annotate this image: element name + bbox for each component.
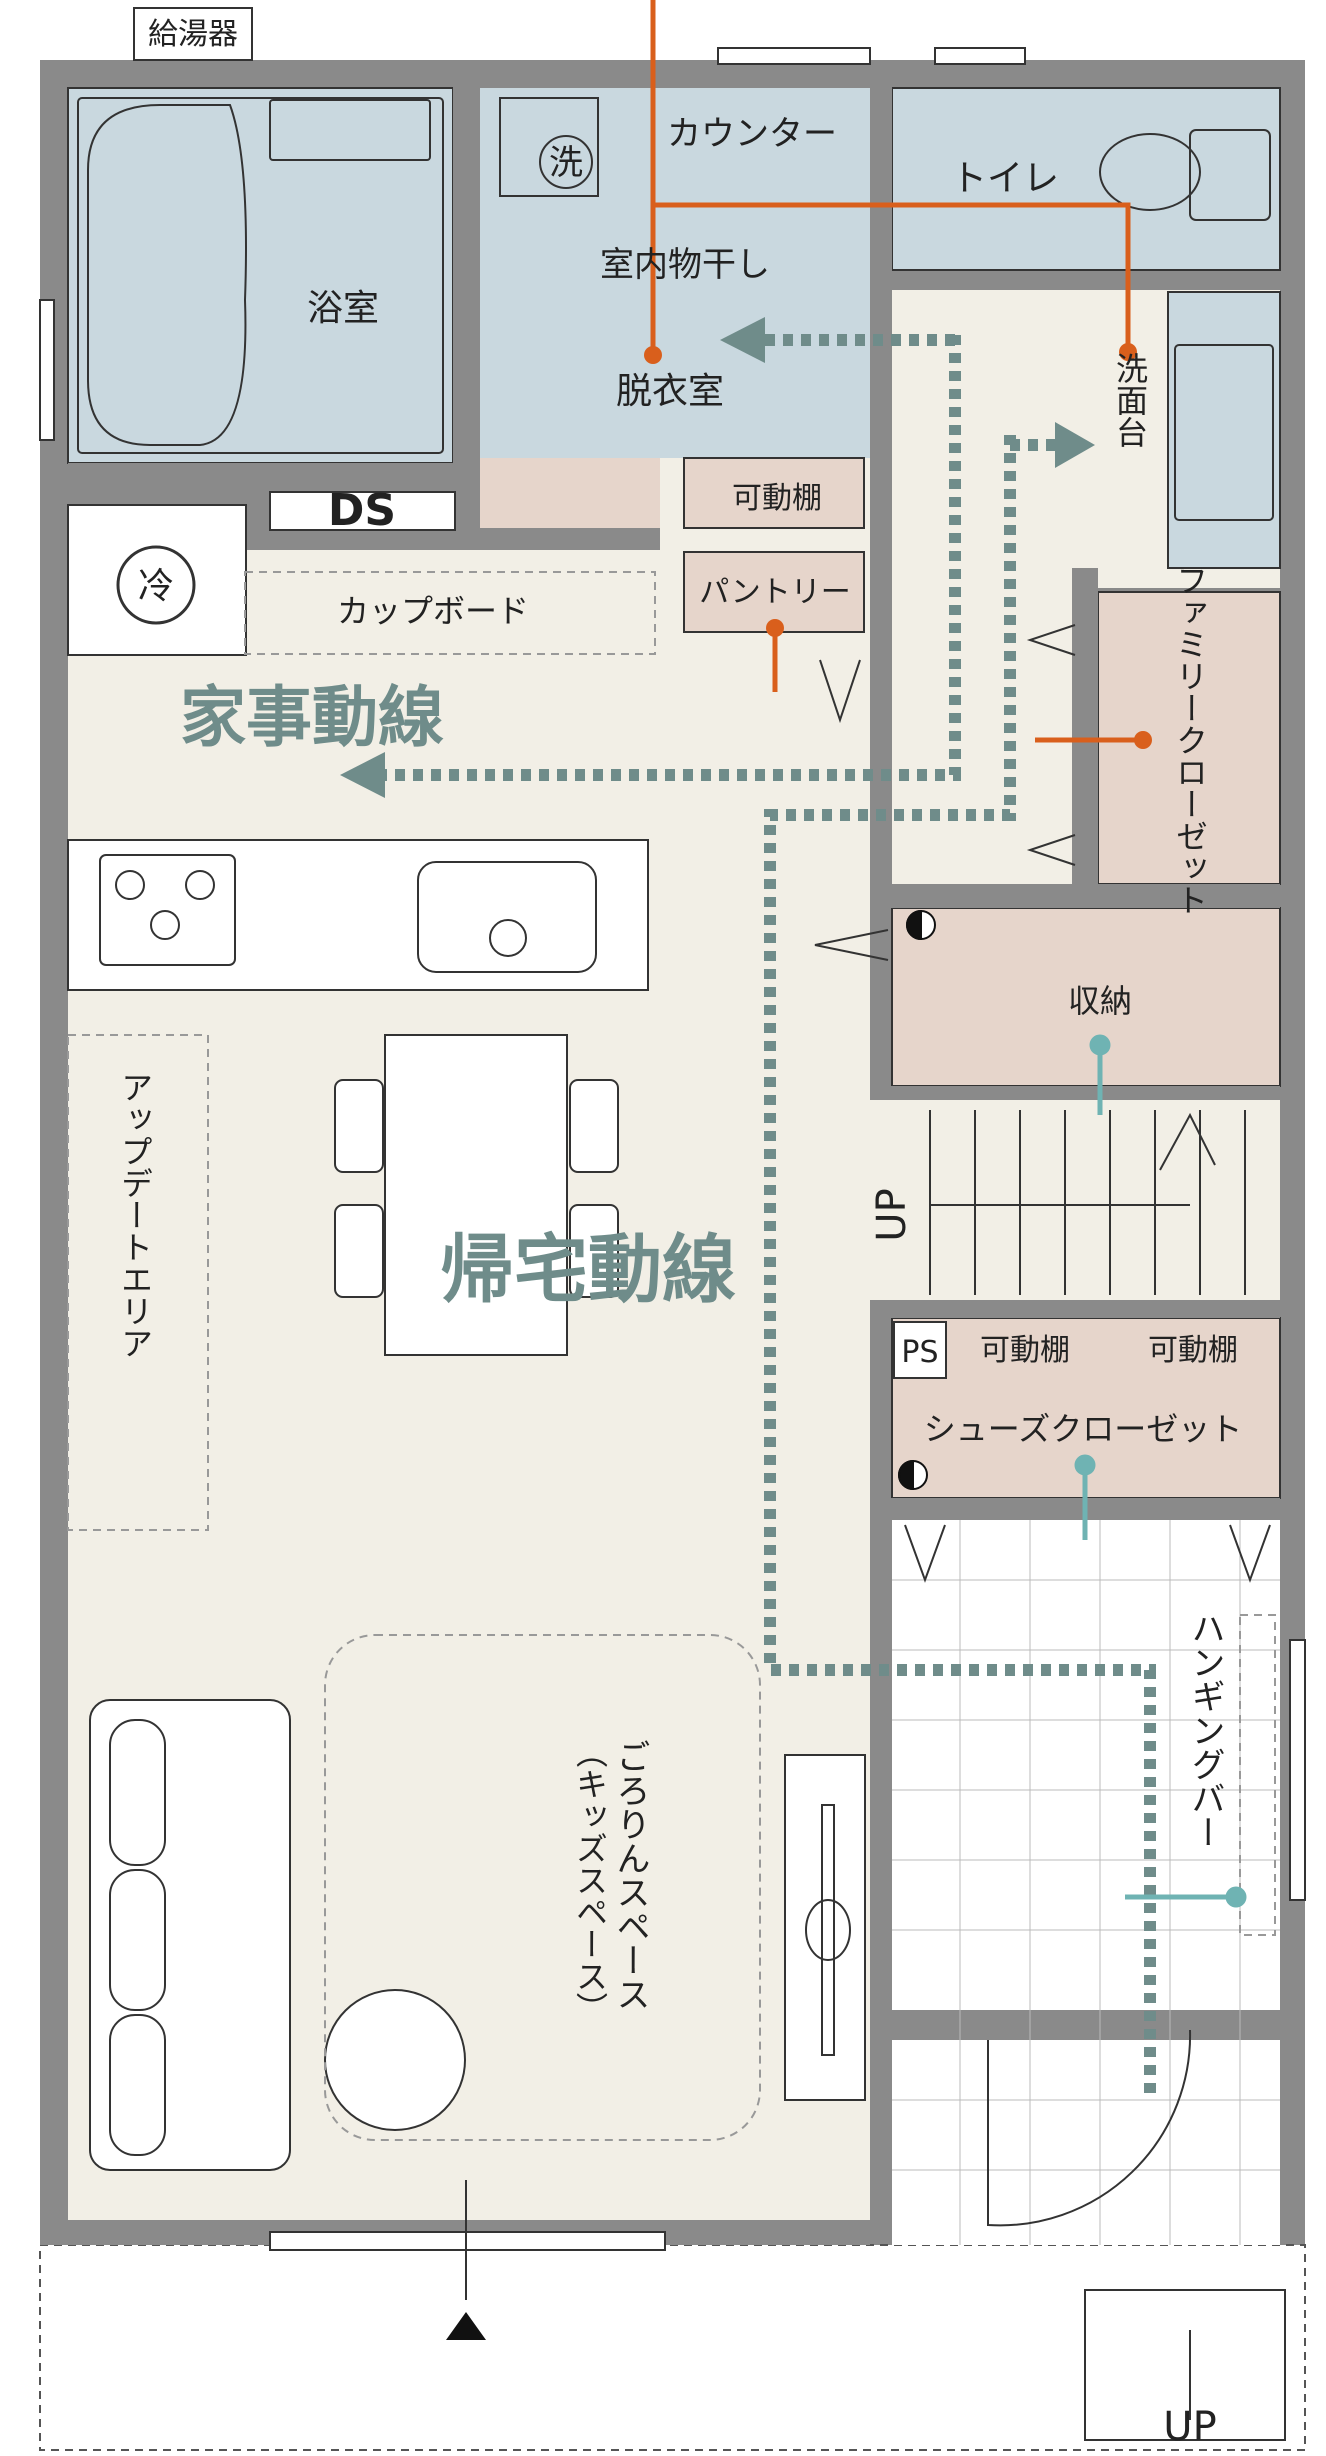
washbasin-label: 洗面台: [1111, 352, 1149, 448]
ds-label: DS: [328, 485, 396, 536]
fridge: [67, 504, 247, 656]
sofa: [89, 1699, 291, 2171]
door-swings: [814, 624, 1271, 2227]
washer-label: 洗: [549, 143, 583, 183]
bathroom-label: 浴室: [307, 288, 379, 329]
shelf-1-label: 可動棚: [980, 1333, 1070, 1368]
entrance-step: [1084, 2289, 1286, 2441]
tv-board: [784, 1754, 866, 2101]
dressing-room-label: 脱衣室: [616, 371, 724, 412]
up-stairs-label: UP: [869, 1188, 915, 1241]
pantry-label: パントリー: [699, 575, 851, 610]
up-entrance-label: UP: [1163, 2404, 1216, 2450]
update-area-label: アップデートエリア: [116, 1071, 154, 1359]
counter-label: カウンター: [667, 114, 837, 154]
ps-box: [893, 1321, 947, 1379]
lounge-space-label: ごろりんスペース: [610, 1739, 650, 2011]
water-heater-box: [133, 7, 253, 61]
shoe-closet-label: シューズクローゼット: [924, 1410, 1242, 1448]
movable-shelf-label: 可動棚: [732, 481, 822, 516]
room-labels: 給湯器 浴室 洗 カウンター 室内物干し 脱衣室 トイレ DS 可動棚 パントリ…: [138, 17, 1242, 2450]
return-route-title: 帰宅動線: [440, 1227, 736, 1313]
ds-box: [269, 491, 456, 531]
vertical-labels: 洗面台 ファミリークローゼット アップデートエリア ハンギングバー ごろりんスペ…: [116, 352, 1225, 2024]
round-table: [324, 1989, 466, 2131]
tile-grid: [892, 1520, 1280, 2245]
kitchen-counter: [67, 839, 649, 991]
water-heater-label: 給湯器: [148, 17, 238, 52]
route-titles: 家事動線 帰宅動線: [180, 679, 736, 1313]
cupboard-label: カップボード: [337, 592, 529, 630]
fridge-label: 冷: [138, 566, 174, 607]
toilet-label: トイレ: [951, 158, 1059, 199]
housework-route: [380, 334, 1156, 2100]
ps-label: PS: [901, 1335, 938, 1370]
bathtub: [77, 97, 444, 454]
storage-label: 収納: [1068, 982, 1132, 1020]
route-arrowheads: [340, 317, 1095, 798]
hanging-bar-label: ハンギングバー: [1185, 1611, 1225, 1849]
indoor-drying-label: 室内物干し: [600, 245, 770, 285]
washbasin-fixture: [1174, 344, 1274, 521]
window-marks: [39, 47, 1306, 2251]
half-circle-icon: [898, 909, 936, 1491]
toilet-fixture: [1099, 129, 1271, 221]
utility-lines: [650, 0, 1143, 743]
dining-table: [334, 1034, 619, 1356]
utility-dots: [644, 343, 1152, 749]
teal-markers: [1074, 1034, 1247, 1908]
zone-outlines: [67, 571, 1276, 2141]
washing-machine: [499, 97, 599, 197]
triangle-up-icon: [446, 2180, 486, 2340]
housework-route-title: 家事動線: [180, 679, 444, 756]
staircase: [929, 1110, 1246, 1295]
shelf-2-label: 可動棚: [1148, 1333, 1238, 1368]
kids-space-label: （キッズスペース）: [571, 1736, 609, 2024]
family-closet-label: ファミリークローゼット: [1171, 564, 1209, 916]
